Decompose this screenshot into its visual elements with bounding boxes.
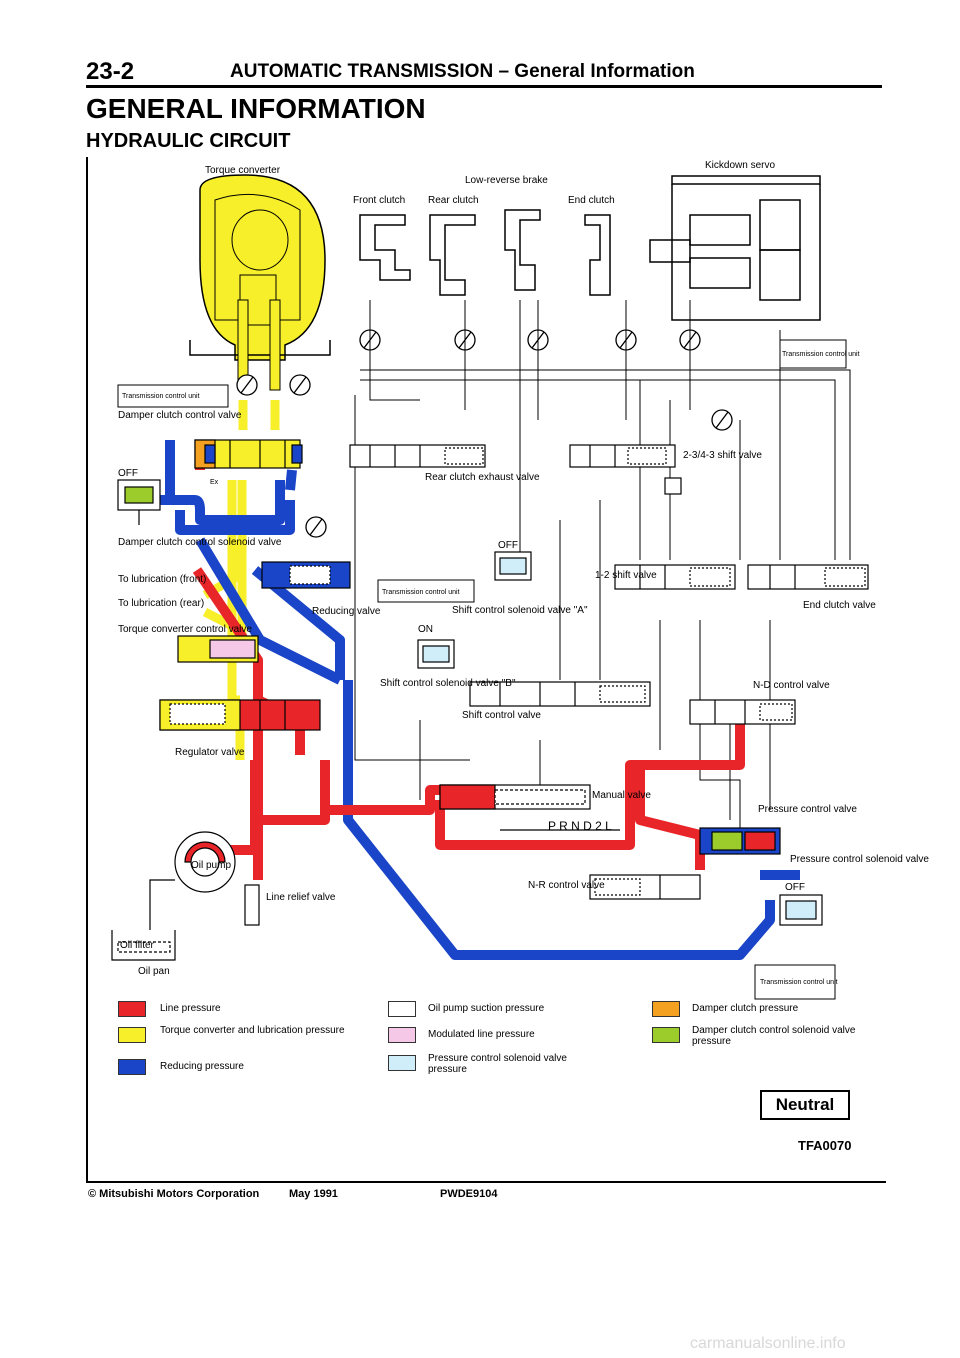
label-oil-pump: Oil pump — [191, 860, 231, 871]
subsection-title: HYDRAULIC CIRCUIT — [86, 130, 291, 152]
label-regulator-valve: Regulator valve — [175, 747, 245, 758]
label-reducing-valve: Reducing valve — [312, 606, 381, 617]
oil-pump — [174, 831, 236, 893]
reducing-valve — [261, 561, 351, 589]
label-rear-clutch-exhaust-valve: Rear clutch exhaust valve — [425, 472, 540, 483]
label-oil-pan: Oil pan — [138, 966, 170, 977]
label-to-lubrication-front: To lubrication (front) — [118, 574, 206, 585]
legend-swatch-reducing-pressure — [118, 1059, 146, 1075]
legend-label-oil-pump-suction: Oil pump suction pressure — [428, 1003, 545, 1014]
label-nd-control-valve: N-D control valve — [753, 680, 830, 691]
label-off-3: OFF — [785, 882, 805, 893]
footer-date: May 1991 — [289, 1188, 338, 1200]
label-shift-control-solenoid-a: Shift control solenoid valve "A" — [452, 605, 588, 616]
label-pressure-control-solenoid: Pressure control solenoid valve — [790, 854, 929, 865]
section-title: GENERAL INFORMATION — [86, 93, 426, 124]
regulator-valve — [159, 699, 321, 731]
header-title: AUTOMATIC TRANSMISSION – General Informa… — [230, 61, 695, 82]
nd-control-valve — [689, 699, 796, 725]
legend-label-modulated-line: Modulated line pressure — [428, 1029, 535, 1040]
legend-swatch-oil-pump-suction — [388, 1001, 416, 1017]
label-rear-clutch: Rear clutch — [428, 195, 479, 206]
header-rule — [86, 85, 882, 88]
rear-clutch-piston — [429, 214, 476, 296]
page-number: 23-2 — [86, 58, 135, 85]
label-tcu-2: Transmission control unit — [782, 351, 860, 358]
label-shift-valve-234-3: 2-3/4-3 shift valve — [683, 450, 762, 461]
shift-control-solenoid-a — [494, 551, 532, 581]
label-pressure-control-valve: Pressure control valve — [758, 804, 857, 815]
mode-badge: Neutral — [760, 1090, 850, 1120]
shift-valve-12 — [614, 564, 736, 590]
torque-converter — [189, 174, 331, 391]
label-low-reverse-brake: Low-reverse brake — [465, 175, 548, 186]
low-reverse-brake-piston — [504, 209, 541, 291]
end-clutch-valve — [747, 564, 869, 590]
legend-label-damper-clutch: Damper clutch pressure — [692, 1003, 799, 1014]
shift-control-solenoid-b — [417, 639, 455, 669]
left-margin-rule — [86, 157, 88, 1182]
manual-valve — [439, 784, 620, 831]
label-damper-clutch-solenoid: Damper clutch control solenoid valve — [118, 537, 282, 548]
legend-swatch-line-pressure — [118, 1001, 146, 1017]
legend-label-reducing-pressure: Reducing pressure — [160, 1061, 244, 1072]
line-relief-valve — [244, 884, 260, 926]
damper-clutch-control-solenoid-valve — [117, 479, 161, 525]
legend-label-line-pressure: Line pressure — [160, 1003, 221, 1014]
label-torque-converter: Torque converter — [205, 165, 281, 176]
orifice-symbols — [236, 329, 733, 538]
figure-code: TFA0070 — [798, 1138, 852, 1153]
label-shift-control-solenoid-b: Shift control solenoid valve "B" — [380, 678, 516, 689]
label-end-clutch: End clutch — [568, 195, 615, 206]
label-shift-control-valve: Shift control valve — [462, 710, 541, 721]
legend-label-torque-converter: Torque converter and lubrication pressur… — [160, 1025, 345, 1036]
torque-converter-control-valve — [177, 635, 259, 663]
label-off-1: OFF — [118, 468, 138, 479]
label-on: ON — [418, 624, 433, 635]
legend-swatch-torque-converter — [118, 1027, 146, 1043]
nr-control-valve — [589, 874, 701, 900]
label-oil-filter: Oil filter — [120, 940, 155, 951]
front-clutch-piston — [359, 214, 411, 281]
label-shift-valve-12: 1-2 shift valve — [595, 570, 657, 581]
legend-swatch-modulated-line — [388, 1027, 416, 1043]
oil-filter-pan — [111, 879, 176, 961]
damper-clutch-control-valve — [194, 439, 303, 469]
label-prnd2l: P R N D 2 L — [548, 819, 612, 833]
label-torque-converter-control-valve: Torque converter control valve — [118, 624, 252, 635]
label-tcu-4: Transmission control unit — [760, 979, 838, 986]
label-kickdown-servo: Kickdown servo — [705, 160, 775, 171]
reducing-pressure-lines — [160, 440, 800, 960]
label-damper-clutch-control-valve: Damper clutch control valve — [118, 410, 242, 421]
pressure-control-solenoid-valve — [779, 894, 823, 926]
tcu-boxes — [117, 339, 847, 1000]
label-line-relief-valve: Line relief valve — [266, 892, 336, 903]
label-front-clutch: Front clutch — [353, 195, 405, 206]
footer-code: PWDE9104 — [440, 1188, 498, 1200]
label-ex: Ex — [210, 479, 219, 486]
legend-label-pressure-control-solenoid: Pressure control solenoid valve pressure — [428, 1053, 567, 1075]
rear-clutch-exhaust-valve — [349, 444, 486, 468]
label-tcu-3: Transmission control unit — [382, 589, 460, 596]
label-nr-control-valve: N-R control valve — [528, 880, 605, 891]
legend-swatch-pressure-control-solenoid — [388, 1055, 416, 1071]
legend-swatch-damper-clutch — [652, 1001, 680, 1017]
label-to-lubrication-rear: To lubrication (rear) — [118, 598, 204, 609]
label-off-2: OFF — [498, 540, 518, 551]
legend-label-damper-clutch-solenoid: Damper clutch control solenoid valve pre… — [692, 1025, 856, 1047]
footer-rule — [86, 1181, 886, 1183]
watermark: carmanualsonline.info — [690, 1335, 846, 1352]
footer-copyright: © Mitsubishi Motors Corporation — [88, 1188, 260, 1200]
pressure-control-valve — [699, 827, 781, 855]
label-tcu-1: Transmission control unit — [122, 393, 200, 400]
shift-control-valve — [469, 681, 651, 707]
kickdown-servo — [649, 175, 821, 321]
legend-swatch-damper-clutch-solenoid — [652, 1027, 680, 1043]
label-manual-valve: Manual valve — [592, 790, 651, 801]
label-end-clutch-valve: End clutch valve — [803, 600, 876, 611]
end-clutch-piston — [584, 214, 611, 296]
shift-valve-234-3 — [569, 444, 682, 495]
